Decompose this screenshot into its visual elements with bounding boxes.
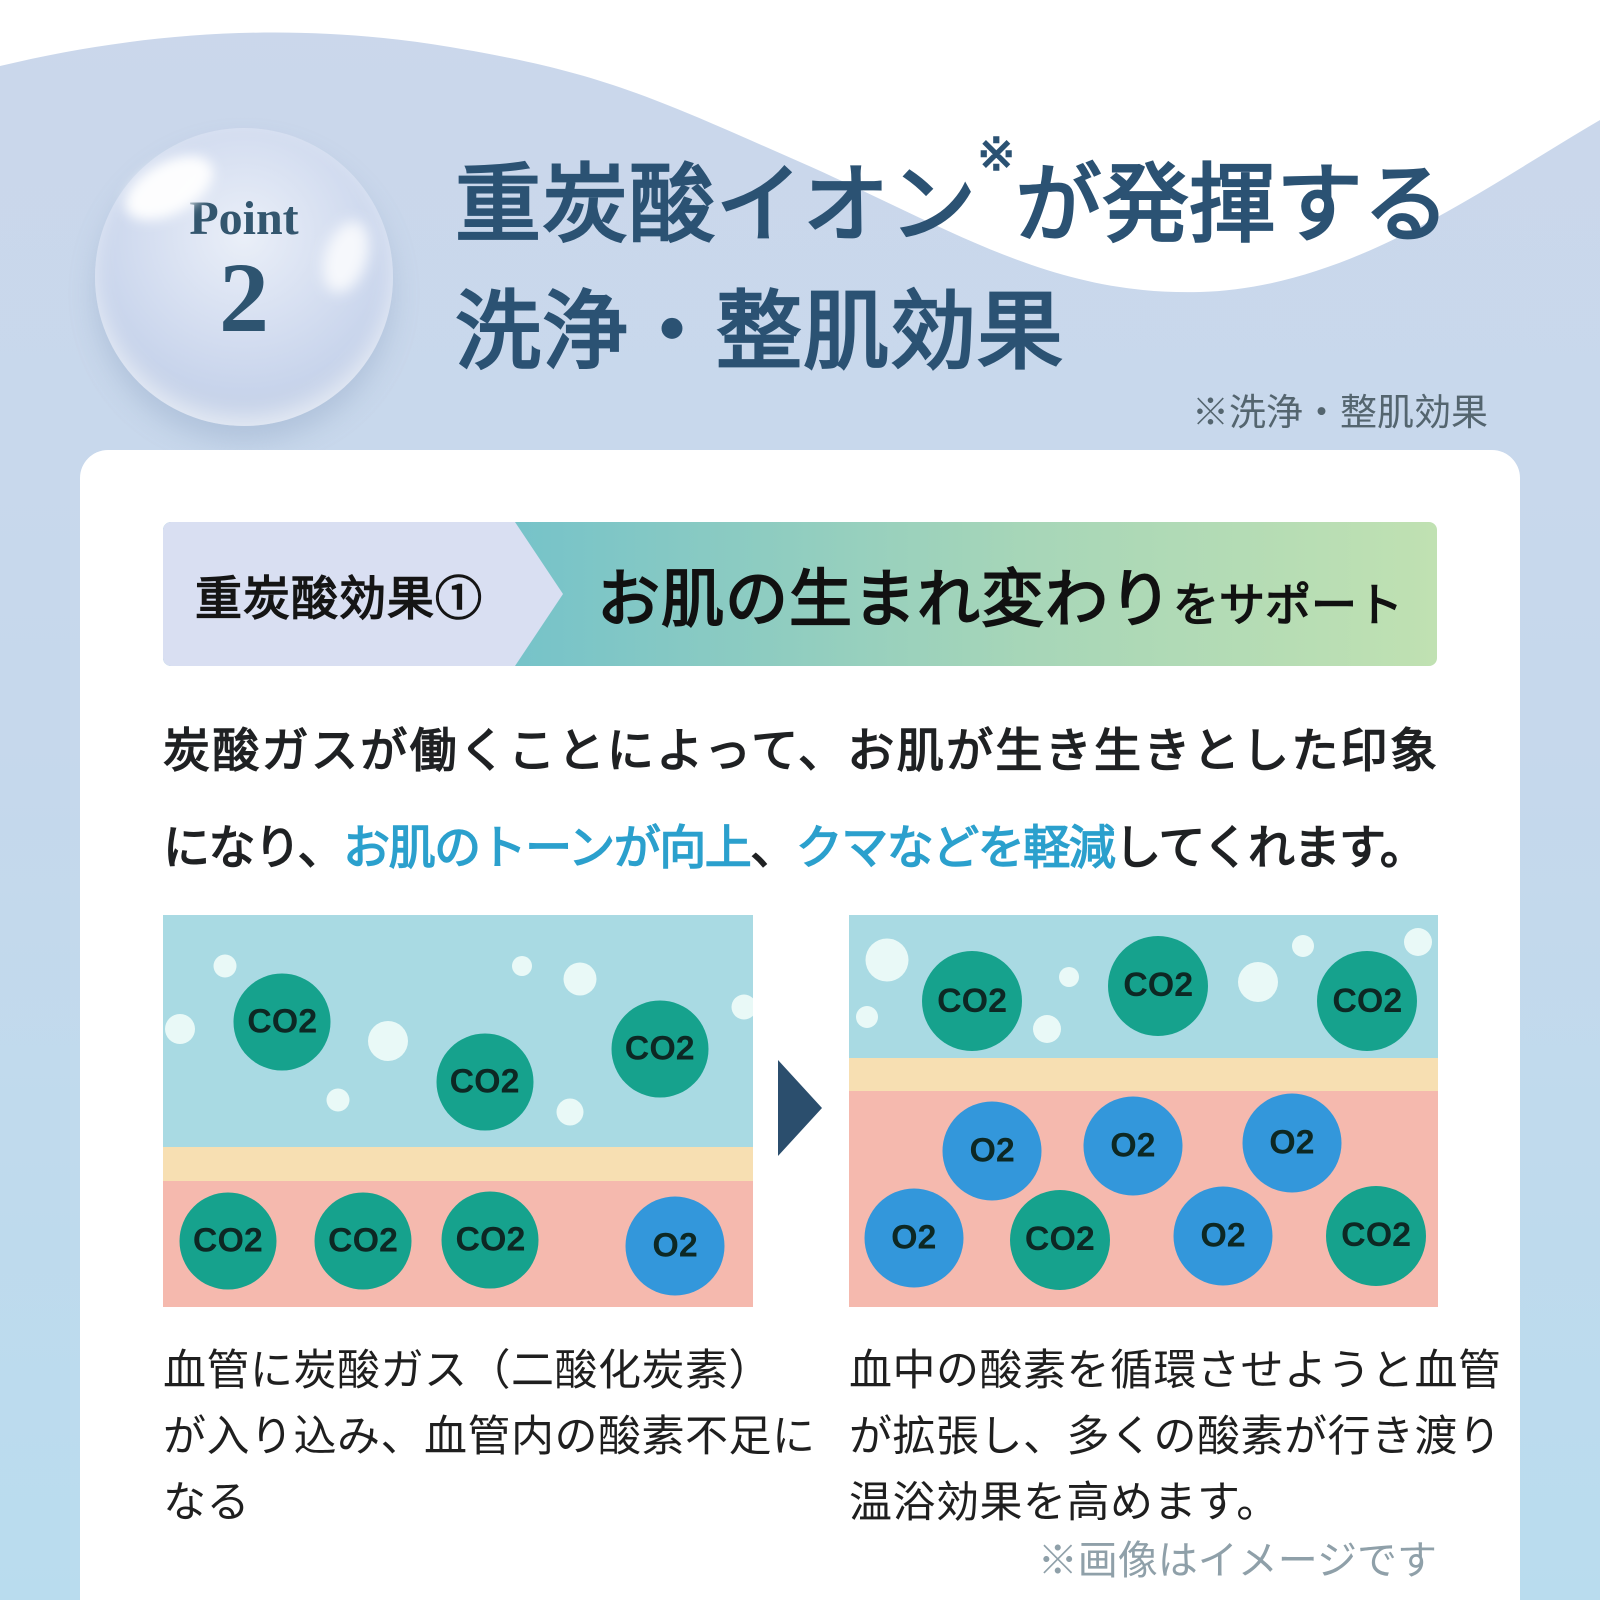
- page-title: 重炭酸イオン※が発揮する 洗浄・整肌効果: [455, 128, 1451, 397]
- water-bubble: [1032, 1014, 1061, 1043]
- o2-molecule: O2: [1173, 1186, 1273, 1286]
- water-bubble: [563, 962, 597, 995]
- point-badge-number: 2: [219, 242, 269, 353]
- water-bubble: [856, 1005, 879, 1028]
- co2-molecule: CO2: [1108, 935, 1209, 1036]
- plain-text: になり、: [163, 821, 345, 874]
- o2-molecule: O2: [864, 1188, 964, 1288]
- co2-molecule: CO2: [436, 1033, 534, 1131]
- effect-label: 重炭酸効果①: [195, 571, 483, 625]
- plain-text: してくれます。: [1114, 821, 1426, 874]
- water-bubble: [865, 938, 909, 982]
- water-bubble: [367, 1021, 408, 1062]
- o2-molecule: O2: [625, 1196, 725, 1296]
- co2-molecule: CO2: [1326, 1185, 1427, 1286]
- water-bubble: [213, 954, 237, 978]
- title-line2: 洗浄・整肌効果: [455, 284, 1064, 381]
- o2-molecule: O2: [1083, 1096, 1183, 1196]
- co2-molecule: CO2: [233, 973, 331, 1071]
- highlighted-text: クマなどを軽減: [795, 821, 1116, 874]
- water-bubble: [1237, 962, 1278, 1003]
- co2-molecule: CO2: [314, 1192, 412, 1290]
- image-disclaimer-note: ※画像はイメージです: [1037, 1539, 1437, 1583]
- water-bubble: [1291, 935, 1314, 958]
- co2-molecule: CO2: [611, 1000, 709, 1098]
- water-bubble: [511, 956, 532, 977]
- water-bubble: [1403, 928, 1432, 957]
- content-card: 重炭酸効果① お肌の生まれ変わりをサポート 炭酸ガスが働くことによって、お肌が生…: [80, 450, 1520, 1600]
- title-line1: 重炭酸イオン※が発揮する: [455, 128, 1451, 253]
- o2-molecule: O2: [1242, 1093, 1342, 1193]
- point-badge: Point 2: [95, 128, 393, 426]
- body-text-line1: 炭酸ガスが働くことによって、お肌が生き生きとした印象: [163, 724, 1437, 777]
- water-bubble: [556, 1098, 584, 1126]
- diagram-caption-left: 血管に炭酸ガス（二酸化炭素） が入り込み、血管内の酸素不足に なる: [163, 1347, 816, 1527]
- co2-molecule: CO2: [441, 1191, 539, 1289]
- highlighted-text: お肌のトーンが向上: [343, 821, 752, 874]
- effect-banner: 重炭酸効果① お肌の生まれ変わりをサポート: [163, 522, 1437, 666]
- o2-molecule: O2: [942, 1101, 1042, 1201]
- co2-molecule: CO2: [1317, 951, 1418, 1052]
- water-bubble: [165, 1014, 196, 1045]
- diagram-caption-right: 血中の酸素を循環させようと血管 が拡張し、多くの酸素が行き渡り 温浴効果を高めま…: [849, 1347, 1502, 1527]
- right-arrow-icon: [778, 1060, 822, 1156]
- co2-molecule: CO2: [922, 951, 1023, 1052]
- point-badge-label: Point: [189, 192, 299, 245]
- effect-headline-text: お肌の生まれ変わりをサポート: [597, 564, 1403, 635]
- water-bubble: [731, 994, 753, 1020]
- title-footnote: ※洗浄・整肌効果: [1192, 392, 1488, 433]
- effect-headline: お肌の生まれ変わりをサポート: [563, 522, 1437, 666]
- skin-layer: [849, 1058, 1438, 1092]
- title-reference-mark: ※: [977, 128, 1016, 181]
- co2-molecule: CO2: [1009, 1189, 1110, 1290]
- plain-text: 、: [750, 821, 797, 874]
- top-wave-decoration: [0, 0, 1600, 293]
- water-bubble: [1058, 966, 1079, 987]
- effect-label-chevron: 重炭酸効果①: [163, 522, 563, 666]
- water-bubble: [326, 1088, 350, 1112]
- co2-molecule: CO2: [179, 1192, 277, 1290]
- body-text-line2: になり、お肌のトーンが向上、クマなどを軽減してくれます。: [163, 799, 1437, 896]
- skin-layer: [163, 1147, 753, 1181]
